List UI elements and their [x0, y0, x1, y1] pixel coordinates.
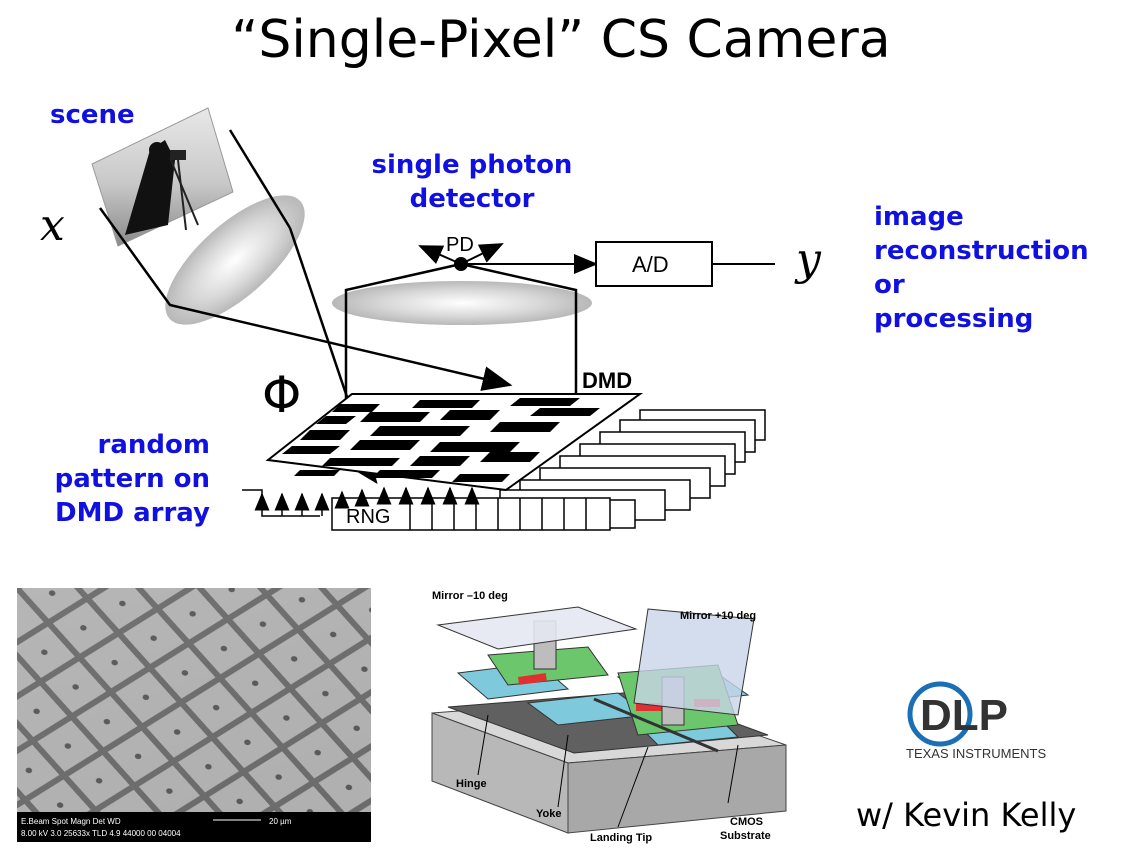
- credit-text: w/ Kevin Kelly: [856, 796, 1077, 834]
- detector-label: single photon detector: [371, 150, 573, 214]
- dmd-micrograph: E.Beam Spot Magn Det WD 8.00 kV 3.0 2563…: [17, 588, 371, 842]
- landing-tip-label: Landing Tip: [590, 832, 652, 844]
- rng-label: RNG: [346, 506, 390, 528]
- ad-label: A/D: [632, 252, 669, 277]
- micrograph-info-1: E.Beam Spot Magn Det WD: [21, 817, 121, 826]
- scene-image: [91, 107, 234, 247]
- random-pattern-label: random pattern on DMD array: [54, 430, 210, 528]
- ti-company: TEXAS INSTRUMENTS: [906, 746, 1046, 761]
- micrograph-scale: 20 µm: [269, 817, 292, 826]
- yoke-label: Yoke: [536, 808, 561, 820]
- lens-1: [165, 195, 305, 325]
- scene-label: scene: [50, 100, 135, 130]
- micrograph-info-2: 8.00 kV 3.0 25633x TLD 4.9 44000 00 0400…: [21, 829, 181, 838]
- dmd-label: DMD: [582, 368, 632, 393]
- x-variable: x: [40, 200, 65, 251]
- dlp-logo: DLP TEXAS INSTRUMENTS: [906, 681, 1046, 761]
- mirror-minus-label: Mirror –10 deg: [432, 590, 508, 602]
- mirror-mechanism-diagram: Mirror –10 deg Mirror +10 deg Hinge Yoke…: [431, 590, 787, 844]
- substrate-label: Substrate: [720, 830, 771, 842]
- mirror-plus-label: Mirror +10 deg: [680, 610, 756, 622]
- lens-2: [332, 281, 592, 325]
- slide-title: “Single-Pixel” CS Camera: [231, 10, 891, 70]
- camera-diagram: PD A/D RNG: [91, 107, 775, 531]
- dlp-brand: DLP: [920, 691, 1008, 740]
- cmos-label: CMOS: [730, 816, 763, 828]
- reconstruction-label: image reconstruction or processing: [874, 202, 1089, 334]
- y-variable: y: [796, 234, 821, 285]
- pd-label: PD: [446, 234, 474, 256]
- phi-symbol: Φ: [262, 366, 302, 424]
- hinge-label: Hinge: [456, 778, 487, 790]
- ad-converter-box: [595, 241, 713, 287]
- dmd-array: [265, 393, 644, 492]
